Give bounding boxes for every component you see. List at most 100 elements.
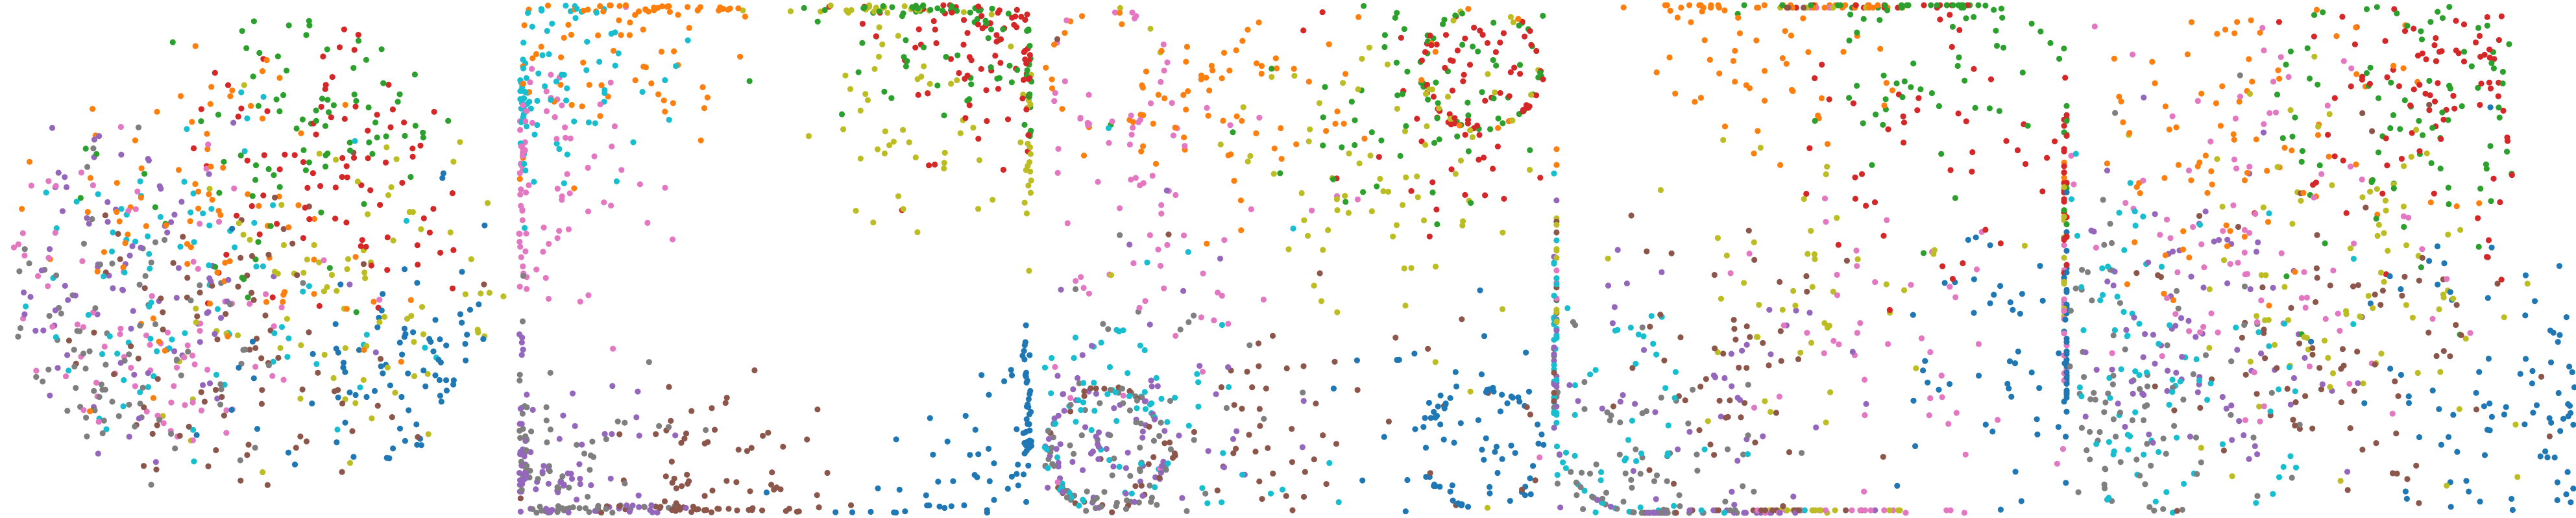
scatter-point [153,466,160,473]
scatter-point [300,280,306,286]
scatter-point [339,469,345,475]
scatter-point [2068,196,2074,203]
scatter-point [1233,445,1239,452]
scatter-point [316,259,322,265]
scatter-point [227,301,234,308]
scatter-point [1894,482,1901,489]
scatter-point [2376,95,2382,101]
scatter-point [1860,120,1866,127]
scatter-point [1703,376,1709,382]
scatter-point [1610,403,1617,410]
scatter-point [1553,221,1560,228]
scatter-point [374,402,381,409]
scatter-point [351,92,358,98]
scatter-point [2220,228,2226,234]
scatter-point [1132,483,1139,489]
scatter-point [1239,117,1245,124]
scatter-point [866,3,873,10]
scatter-point [335,394,341,401]
scatter-point [1821,350,1827,356]
scatter-point [1105,326,1112,332]
scatter-point [2093,441,2100,447]
scatter-point [2061,236,2067,243]
scatter-point [383,144,390,151]
scatter-point [2381,278,2387,285]
scatter-point [1915,95,1922,101]
scatter-point [97,261,104,267]
scatter-point [252,364,259,370]
scatter-point [2063,132,2070,139]
scatter-point [2485,295,2491,301]
scatter-point [276,75,283,81]
scatter-point [2136,321,2143,327]
scatter-point [500,293,507,300]
scatter-point [902,508,908,515]
scatter-point [2254,451,2261,458]
scatter-point [2188,19,2195,25]
scatter-point [1524,404,1530,410]
scatter-point [521,160,528,167]
scatter-point [903,63,909,69]
scatter-point [2152,383,2158,389]
scatter-point [1027,391,1033,397]
scatter-point [547,426,554,433]
scatter-point [2127,433,2133,439]
scatter-point [527,467,533,474]
scatter-point [1482,192,1488,199]
scatter-point [2348,65,2355,71]
scatter-point [414,441,420,448]
scatter-point [539,52,546,58]
scatter-point [2260,204,2266,211]
scatter-point [1955,110,1962,117]
scatter-point [1191,312,1197,319]
scatter-point [1435,100,1441,106]
scatter-point [677,506,683,513]
scatter-point [1790,493,1797,500]
scatter-point [1054,169,1061,176]
scatter-point [344,174,350,180]
scatter-point [864,97,871,103]
scatter-point [1269,66,1275,72]
scatter-point [2006,385,2012,392]
scatter-point [522,248,529,254]
scatter-point [838,111,845,117]
scatter-point [158,295,164,302]
scatter-point [2351,240,2357,247]
scatter-point [780,443,786,450]
scatter-point [84,208,91,216]
scatter-point [1746,251,1753,257]
scatter-point [2504,138,2511,144]
scatter-point [1137,460,1145,467]
scatter-point [2359,110,2366,116]
scatter-point [1269,332,1276,339]
scatter-point [1401,265,1407,272]
scatter-point [414,242,420,249]
scatter-point [355,38,362,44]
scatter-point [1481,333,1488,339]
scatter-point [528,428,535,435]
scatter-point [2509,495,2515,502]
scatter-point [1290,225,1296,232]
scatter-point [26,260,32,267]
scatter-point [2347,164,2354,170]
scatter-point [2292,114,2298,121]
scatter-point [62,174,68,180]
scatter-point [2316,162,2323,169]
scatter-point [1078,432,1085,439]
scatter-point [280,299,286,305]
scatter-point [1045,436,1052,442]
scatter-point [2353,71,2360,77]
scatter-point [1442,401,1449,407]
scatter-point [970,125,977,131]
scatter-point [529,66,535,72]
scatter-point [193,432,200,438]
scatter-point [2530,410,2536,416]
scatter-point [1307,126,1313,132]
scatter-point [2063,369,2070,376]
scatter-point [859,20,866,27]
scatter-point [1126,388,1133,395]
scatter-point [2063,229,2070,236]
scatter-point [880,3,886,10]
scatter-point [2420,132,2426,138]
scatter-point [1239,38,1246,44]
